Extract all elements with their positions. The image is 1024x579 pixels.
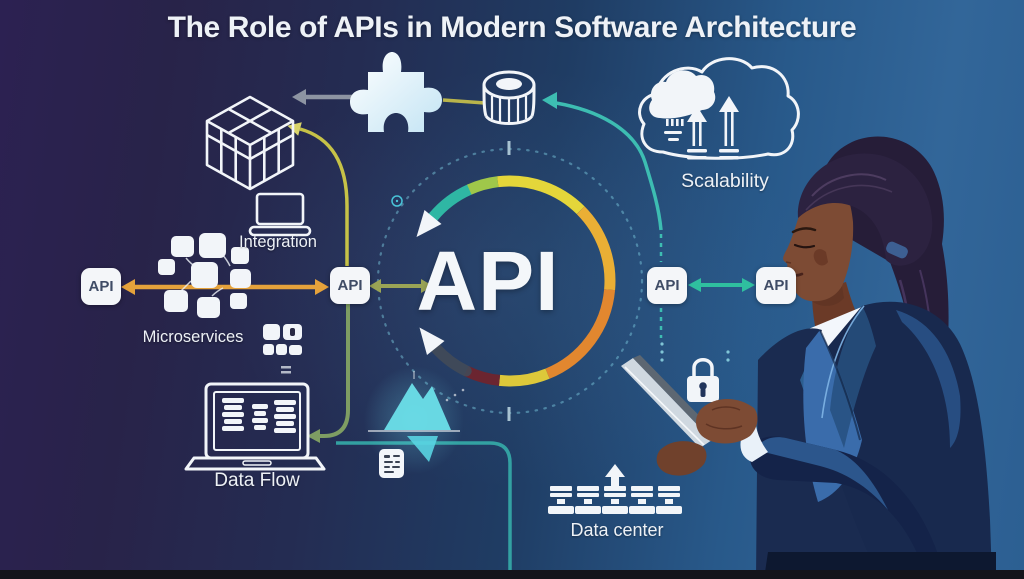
microservices-label: Microservices: [142, 328, 244, 346]
scalability-label: Scalability: [681, 170, 769, 192]
api-box-right-outer-label: API: [763, 277, 789, 294]
api-box-left: API: [81, 268, 121, 305]
api-box-right-outer: API: [756, 267, 796, 304]
inner-cloud-icon: [649, 70, 716, 119]
page-title: The Role of APIs in Modern Software Arch…: [167, 11, 857, 44]
api-box-middle-label: API: [337, 277, 363, 294]
laptop-icon: [248, 192, 312, 237]
cylinder-icon: [482, 70, 536, 125]
cloud-upload-icon: [638, 57, 800, 160]
data-center-label: Data center: [570, 520, 664, 540]
puzzle-icon: [350, 52, 442, 132]
ring-arrowhead-bottom-icon: [419, 327, 445, 355]
central-api-label: API: [416, 234, 560, 328]
integration-label: Integration: [239, 233, 317, 251]
microservices-icon: [158, 233, 251, 318]
cube-icon: [205, 95, 295, 191]
api-gradient-ring: [416, 175, 616, 387]
bottom-bar: [0, 570, 1024, 579]
glowing-peaks-icon: [364, 366, 465, 474]
data-flow-label: Data Flow: [214, 470, 300, 491]
api-box-right-inner: API: [647, 267, 687, 304]
lock-icon: [660, 342, 730, 402]
document-icon: [379, 449, 404, 478]
data-flow-laptop-icon: [184, 382, 326, 471]
upload-arrows-icon: [687, 96, 739, 160]
connector-arrows: [121, 89, 755, 574]
app-grid-icon: [263, 324, 302, 374]
ring-arrowhead-top-icon: [416, 210, 442, 237]
tablet: [621, 358, 712, 448]
api-box-middle: API: [330, 267, 370, 304]
left-arrowhead-icon: [292, 89, 306, 105]
api-box-left-label: API: [88, 278, 114, 295]
up-arrow-icon: [605, 464, 625, 490]
server-racks-icon: [548, 464, 682, 514]
teal-arrowhead-icon: [542, 92, 557, 109]
api-box-right-inner-label: API: [654, 277, 680, 294]
